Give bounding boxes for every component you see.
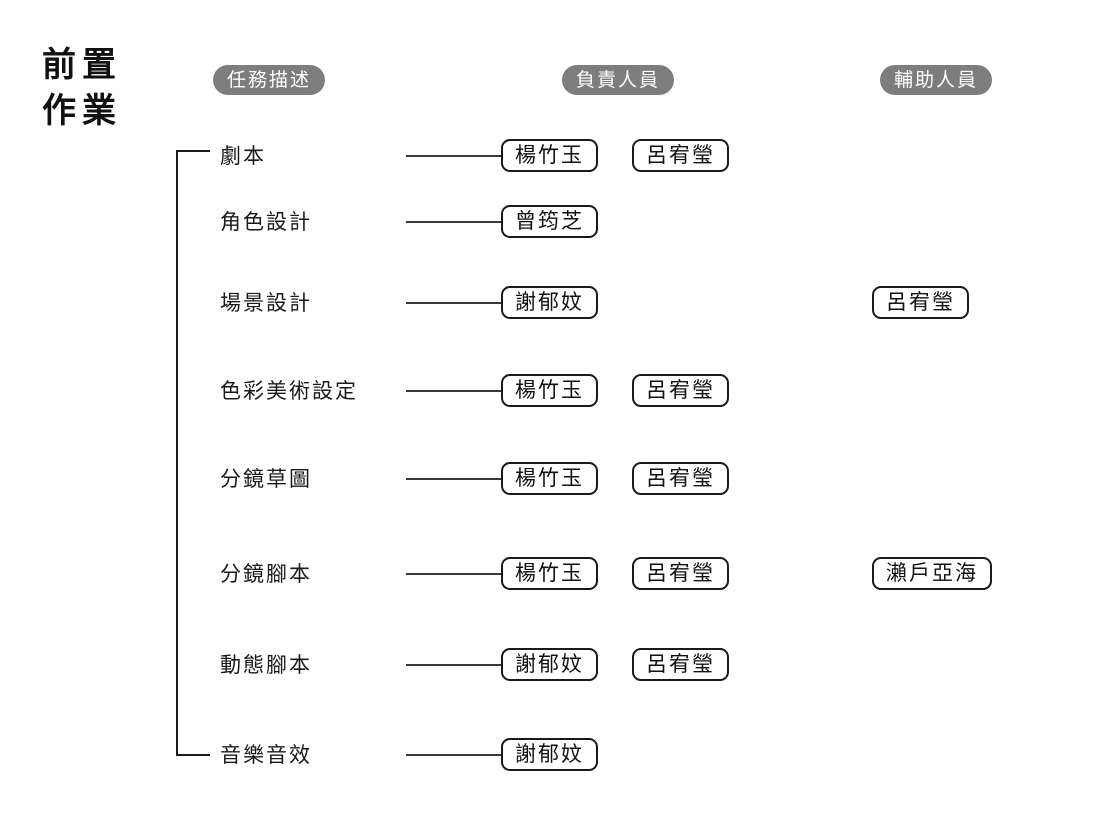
connector-line (406, 302, 501, 304)
owner-pill[interactable]: 楊竹玉 (501, 139, 598, 172)
task-label: 場景設計 (220, 291, 312, 315)
task-row: 色彩美術設定 楊竹玉 呂宥瑩 (210, 371, 1108, 411)
owner-pill[interactable]: 謝郁妏 (501, 286, 598, 319)
column-header-helper: 輔助人員 (880, 65, 993, 95)
owner-pill[interactable]: 呂宥瑩 (632, 557, 729, 590)
task-label: 音樂音效 (220, 743, 312, 767)
group-bracket (176, 150, 210, 756)
task-row: 動態腳本 謝郁妏 呂宥瑩 (210, 645, 1108, 685)
connector-line (406, 478, 501, 480)
connector-line (406, 573, 501, 575)
connector-line (406, 390, 501, 392)
task-label: 分鏡腳本 (220, 562, 312, 586)
task-label: 劇本 (220, 144, 266, 168)
column-header-task: 任務描述 (213, 65, 326, 95)
owner-pill[interactable]: 謝郁妏 (501, 648, 598, 681)
task-label: 色彩美術設定 (220, 379, 358, 403)
connector-line (406, 754, 501, 756)
owner-pill[interactable]: 呂宥瑩 (632, 648, 729, 681)
owner-pill[interactable]: 楊竹玉 (501, 462, 598, 495)
task-row: 角色設計 曾筠芝 (210, 202, 1108, 242)
task-label: 角色設計 (220, 210, 312, 234)
owner-pill[interactable]: 楊竹玉 (501, 557, 598, 590)
connector-line (406, 664, 501, 666)
task-row: 分鏡草圖 楊竹玉 呂宥瑩 (210, 459, 1108, 499)
connector-line (406, 155, 501, 157)
task-row: 音樂音效 謝郁妏 (210, 735, 1108, 775)
owner-pill[interactable]: 曾筠芝 (501, 205, 598, 238)
task-label: 分鏡草圖 (220, 467, 312, 491)
owner-pill[interactable]: 呂宥瑩 (632, 374, 729, 407)
owner-pill[interactable]: 謝郁妏 (501, 738, 598, 771)
task-row: 場景設計 謝郁妏 呂宥瑩 (210, 283, 1108, 323)
task-label: 動態腳本 (220, 653, 312, 677)
task-row: 劇本 楊竹玉 呂宥瑩 (210, 136, 1108, 176)
owner-pill[interactable]: 楊竹玉 (501, 374, 598, 407)
connector-line (406, 221, 501, 223)
helper-pill[interactable]: 呂宥瑩 (872, 286, 969, 319)
column-header-owner: 負責人員 (562, 65, 675, 95)
task-row: 分鏡腳本 楊竹玉 呂宥瑩 瀨戶亞海 (210, 554, 1108, 594)
helper-pill[interactable]: 瀨戶亞海 (872, 557, 992, 590)
owner-pill[interactable]: 呂宥瑩 (632, 139, 729, 172)
owner-pill[interactable]: 呂宥瑩 (632, 462, 729, 495)
stage-title: 前置 作業 (42, 45, 122, 131)
